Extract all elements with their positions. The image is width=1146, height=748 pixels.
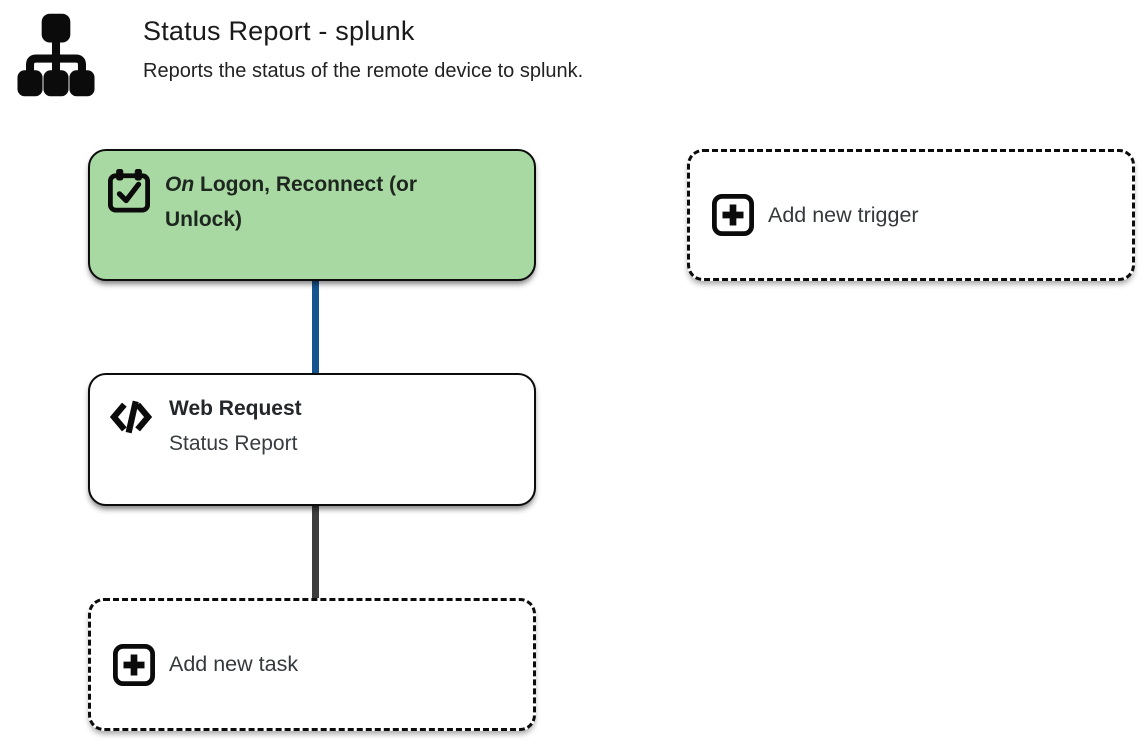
task-node-web-request[interactable]: Web Request Status Report — [88, 373, 536, 506]
plus-square-icon — [712, 194, 754, 236]
add-new-trigger-button[interactable]: Add new trigger — [687, 149, 1135, 281]
task-title: Web Request — [169, 397, 302, 420]
task-subtitle: Status Report — [169, 432, 298, 455]
plus-square-icon — [113, 643, 155, 686]
trigger-label-text: Logon, Reconnect (or Unlock) — [165, 173, 418, 231]
trigger-label: On Logon, Reconnect (or Unlock) — [165, 167, 487, 237]
calendar-check-icon — [108, 169, 150, 213]
task-text: Web Request Status Report — [169, 391, 302, 461]
connector-task-to-add-task — [312, 506, 319, 598]
trigger-node[interactable]: On Logon, Reconnect (or Unlock) — [88, 149, 536, 281]
add-new-trigger-label: Add new trigger — [768, 202, 919, 227]
page-subtitle: Reports the status of the remote device … — [143, 60, 584, 82]
page-title: Status Report - splunk — [143, 16, 415, 46]
connector-trigger-to-task — [312, 281, 319, 373]
trigger-label-prefix: On — [165, 173, 195, 196]
sitemap-icon — [17, 13, 95, 97]
add-new-task-button[interactable]: Add new task — [88, 598, 536, 731]
header: Status Report - splunk Reports the statu… — [143, 16, 583, 83]
add-new-task-label: Add new task — [169, 652, 299, 676]
code-icon — [109, 400, 153, 434]
